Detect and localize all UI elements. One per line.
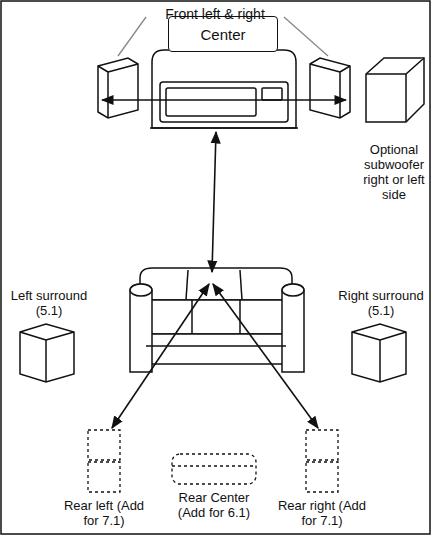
speaker-label: Rear Center (Add for 6.1) (166, 490, 262, 520)
leader-lines (118, 17, 328, 56)
optional-rear-speakers (88, 430, 338, 492)
surround-speakers (20, 324, 406, 382)
speaker-label: Rear right (Add for 7.1) (274, 498, 370, 528)
speaker-label: Right surround (5.1) (336, 288, 426, 318)
speaker-label: Rear left (Add for 7.1) (56, 498, 152, 528)
subwoofer (366, 58, 424, 122)
speaker-group-label: Front left & right (115, 6, 315, 22)
front-speakers (98, 58, 350, 118)
subwoofer-label: Optional subwoofer right or left side (361, 142, 427, 202)
speaker-label: Left surround (5.1) (4, 288, 94, 318)
listening-arrows (102, 100, 346, 428)
couch (130, 268, 304, 372)
speaker-name: Center (194, 26, 251, 43)
television (150, 50, 298, 128)
